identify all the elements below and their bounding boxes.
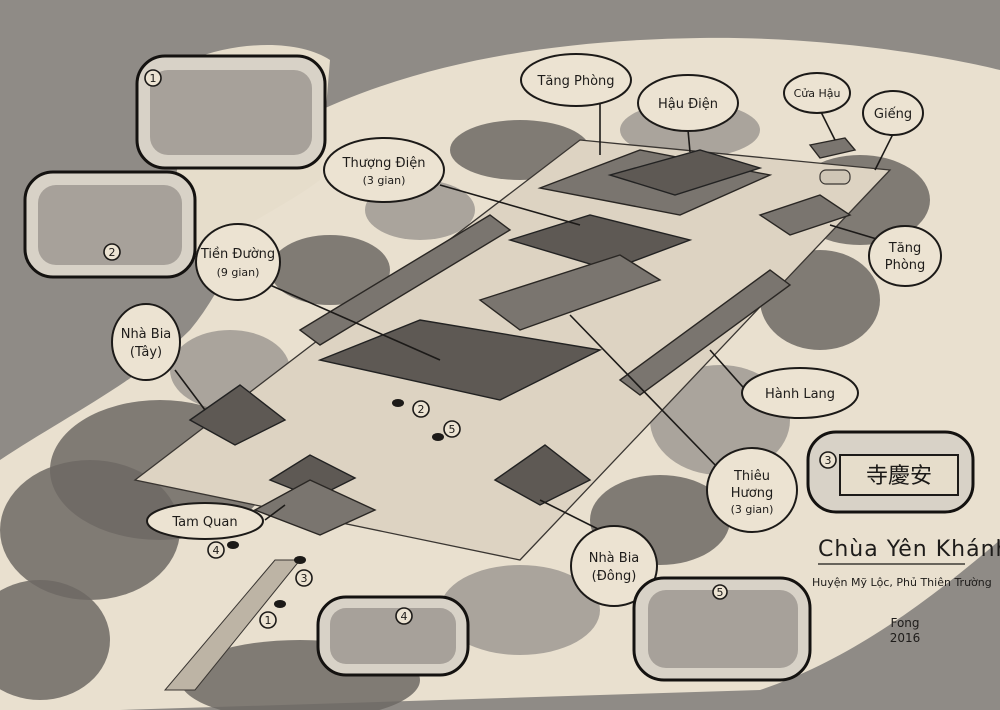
svg-text:2: 2 bbox=[418, 403, 425, 416]
label-tang-phong-right: Tăng Phòng bbox=[868, 225, 942, 287]
label-text: Tăng bbox=[888, 241, 921, 256]
label-text: Hậu Điện bbox=[658, 97, 718, 112]
right-monk-quarters-roof bbox=[758, 194, 852, 236]
label-gieng: Giếng bbox=[862, 90, 924, 136]
label-text: Thượng Điện bbox=[342, 156, 426, 171]
inset-view-2: 2 bbox=[23, 170, 197, 279]
label-note: (9 gian) bbox=[217, 266, 260, 279]
label-note: (3 gian) bbox=[363, 174, 406, 187]
sign-text: 寺慶安 bbox=[866, 464, 932, 489]
label-text: Giếng bbox=[874, 107, 912, 122]
east-stele-house-roof bbox=[493, 444, 592, 506]
svg-text:3: 3 bbox=[825, 454, 832, 467]
label-hau-dien: Hậu Điện bbox=[637, 74, 739, 132]
buildings bbox=[163, 137, 857, 691]
svg-text:3: 3 bbox=[301, 572, 308, 585]
artist-signature: Fong bbox=[890, 616, 919, 630]
west-corridor-roof bbox=[298, 214, 512, 346]
map-subtitle: Huyện Mỹ Lộc, Phủ Thiên Trường bbox=[812, 576, 992, 589]
hau-dien-roof bbox=[607, 149, 763, 196]
label-text-2: (Đông) bbox=[592, 569, 637, 584]
label-text: Tiền Đường bbox=[200, 247, 275, 262]
svg-text:1: 1 bbox=[265, 614, 272, 627]
marker-1: 1 bbox=[259, 611, 277, 629]
east-corridor-roof bbox=[618, 269, 792, 396]
svg-text:4: 4 bbox=[401, 610, 408, 623]
thuong-dien-roof bbox=[507, 214, 693, 271]
map-title: Chùa Yên Khánh bbox=[818, 537, 1000, 562]
label-text-2: Hương bbox=[731, 486, 773, 501]
svg-text:4: 4 bbox=[213, 544, 220, 557]
svg-text:5: 5 bbox=[717, 586, 724, 599]
rear-gate-roof bbox=[808, 137, 857, 159]
label-text-2: (Tây) bbox=[130, 345, 162, 360]
tien-duong-roof bbox=[317, 319, 603, 401]
well bbox=[819, 169, 851, 185]
label-text: Thiêu bbox=[733, 469, 770, 484]
svg-text:2: 2 bbox=[109, 246, 116, 259]
inset-view-4: 4 bbox=[316, 595, 470, 677]
label-thieu-huong: Thiêu Hương (3 gian) bbox=[706, 447, 798, 533]
label-text-2: Phòng bbox=[885, 258, 926, 273]
svg-text:5: 5 bbox=[449, 423, 456, 436]
view-eye-icons bbox=[227, 399, 444, 608]
thieu-huong-roof bbox=[478, 254, 662, 331]
label-tang-phong-top: Tăng Phòng bbox=[520, 53, 632, 107]
label-tien-duong: Tiền Đường (9 gian) bbox=[195, 223, 281, 301]
marker-3: 3 bbox=[295, 569, 313, 587]
label-thuong-dien: Thượng Điện (3 gian) bbox=[323, 137, 445, 203]
svg-text:1: 1 bbox=[150, 72, 157, 85]
view-markers: 1 2 3 4 5 bbox=[207, 399, 461, 629]
label-note: (3 gian) bbox=[731, 503, 774, 516]
west-stele-house-roof bbox=[188, 384, 287, 446]
label-nha-bia-dong: Nhà Bia (Đông) bbox=[570, 525, 658, 607]
marker-4: 4 bbox=[207, 541, 225, 559]
label-text: Hành Lang bbox=[765, 387, 835, 402]
leader-lines bbox=[174, 100, 896, 531]
inset-view-3-sign: 寺慶安 3 bbox=[806, 430, 975, 514]
marker-2: 2 bbox=[412, 400, 430, 418]
label-hanh-lang: Hành Lang bbox=[741, 367, 859, 419]
inset-view-1: 1 bbox=[135, 54, 327, 170]
tam-quan-roof-lower bbox=[253, 479, 377, 536]
label-text: Nhà Bia bbox=[121, 327, 172, 342]
label-nha-bia-tay: Nhà Bia (Tây) bbox=[111, 303, 181, 381]
label-text: Nhà Bia bbox=[589, 551, 640, 566]
marker-5: 5 bbox=[443, 420, 461, 438]
label-cua-hau: Cửa Hậu bbox=[783, 72, 851, 114]
artist-year: 2016 bbox=[890, 631, 921, 645]
label-text: Cửa Hậu bbox=[794, 87, 841, 100]
inset-view-5: 5 bbox=[632, 576, 812, 682]
label-text: Tăng Phòng bbox=[536, 74, 614, 89]
label-tam-quan: Tam Quan bbox=[146, 502, 264, 540]
label-text: Tam Quan bbox=[171, 515, 237, 530]
